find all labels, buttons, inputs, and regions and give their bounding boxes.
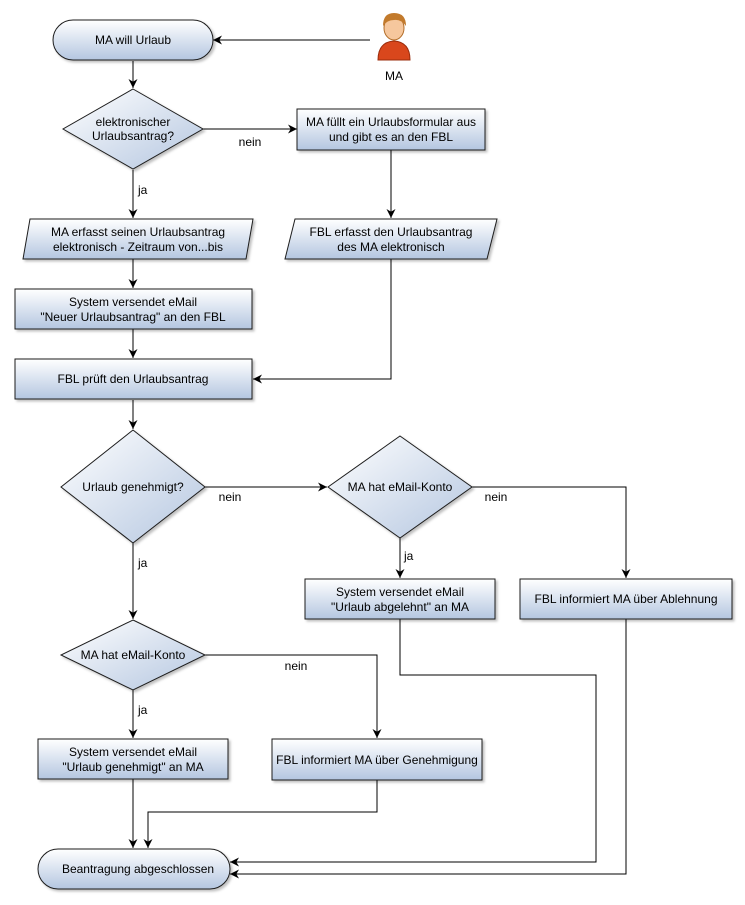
input-fbl-enters: FBL erfasst den Urlaubsantrag des MA ele… (284, 218, 498, 260)
process-label: "Neuer Urlaubsantrag" an den FBL (40, 310, 226, 324)
decision-label: Urlaubsantrag? (92, 129, 174, 143)
decision-label: Urlaub genehmigt? (82, 480, 184, 494)
edge-label-nein: nein (285, 659, 308, 673)
process-system-rejected: System versendet eMail "Urlaub abgelehnt… (304, 578, 496, 620)
input-label: des MA elektronisch (337, 240, 444, 254)
process-fbl-approval: FBL informiert MA über Genehmigung (271, 738, 483, 781)
edge-fbl-enters-to-fbl-checks (253, 259, 392, 384)
process-label: "Urlaub abgelehnt" an MA (331, 600, 469, 614)
decision-approved: Urlaub genehmigt? (60, 429, 206, 544)
decision-label: elektronischer (96, 115, 171, 129)
edge-label-ja: ja (137, 703, 148, 717)
decision-email-rejected: MA hat eMail-Konto (327, 435, 473, 539)
decision-label: MA hat eMail-Konto (348, 480, 453, 494)
decision-electronic-request: elektronischer Urlaubsantrag? (61, 88, 205, 170)
process-label: und gibt es an den FBL (329, 130, 453, 144)
decision-label: MA hat eMail-Konto (81, 648, 186, 662)
edge-q-email-approved-nein (205, 654, 382, 738)
edge-label-ja: ja (403, 549, 414, 563)
decision-email-approved: MA hat eMail-Konto (59, 619, 207, 691)
end-node: Beantragung abgeschlossen (37, 848, 231, 890)
process-label: System versendet eMail (336, 585, 464, 599)
edges (128, 35, 631, 879)
process-label: System versendet eMail (69, 295, 197, 309)
end-label: Beantragung abgeschlossen (62, 862, 214, 876)
input-label: elektronisch - Zeitraum von...bis (53, 240, 223, 254)
process-fbl-rejection: FBL informiert MA über Ablehnung (519, 578, 733, 620)
start-label: MA will Urlaub (95, 33, 171, 47)
process-label: FBL informiert MA über Ablehnung (535, 592, 718, 606)
process-paper-form: MA füllt ein Urlaubsformular aus und gib… (296, 108, 486, 151)
process-fbl-checks: FBL prüft den Urlaubsantrag (14, 358, 253, 400)
process-label: MA füllt ein Urlaubsformular aus (306, 115, 476, 129)
actor-ma: MA (377, 13, 411, 83)
edge-label-nein: nein (219, 490, 242, 504)
process-label: "Urlaub genehmigt" an MA (62, 760, 203, 774)
edge-label-ja: ja (137, 556, 148, 570)
edge-fbl-approval-to-end (143, 780, 378, 848)
edge-q-email-rejected-nein (472, 486, 631, 578)
edge-labels: nein ja nein ja nein ja nein ja (137, 135, 507, 717)
process-system-new-request: System versendet eMail "Neuer Urlaubsant… (14, 288, 253, 330)
input-label: MA erfasst seinen Urlaubsantrag (51, 225, 225, 239)
person-icon (377, 13, 411, 61)
process-system-approved: System versendet eMail "Urlaub genehmigt… (37, 738, 229, 780)
actor-label: MA (385, 69, 403, 83)
start-node: MA will Urlaub (52, 19, 214, 61)
edge-label-nein: nein (239, 135, 262, 149)
edge-label-nein: nein (485, 490, 508, 504)
edge-fbl-rejection-to-end (230, 619, 627, 879)
edge-label-ja: ja (137, 183, 148, 197)
process-label: System versendet eMail (69, 745, 197, 759)
input-ma-enters: MA erfasst seinen Urlaubsantrag elektron… (22, 218, 254, 260)
input-label: FBL erfasst den Urlaubsantrag (310, 225, 473, 239)
process-label: FBL informiert MA über Genehmigung (276, 753, 478, 767)
process-label: FBL prüft den Urlaubsantrag (58, 372, 209, 386)
edge-system-rejected-to-end (230, 619, 597, 867)
